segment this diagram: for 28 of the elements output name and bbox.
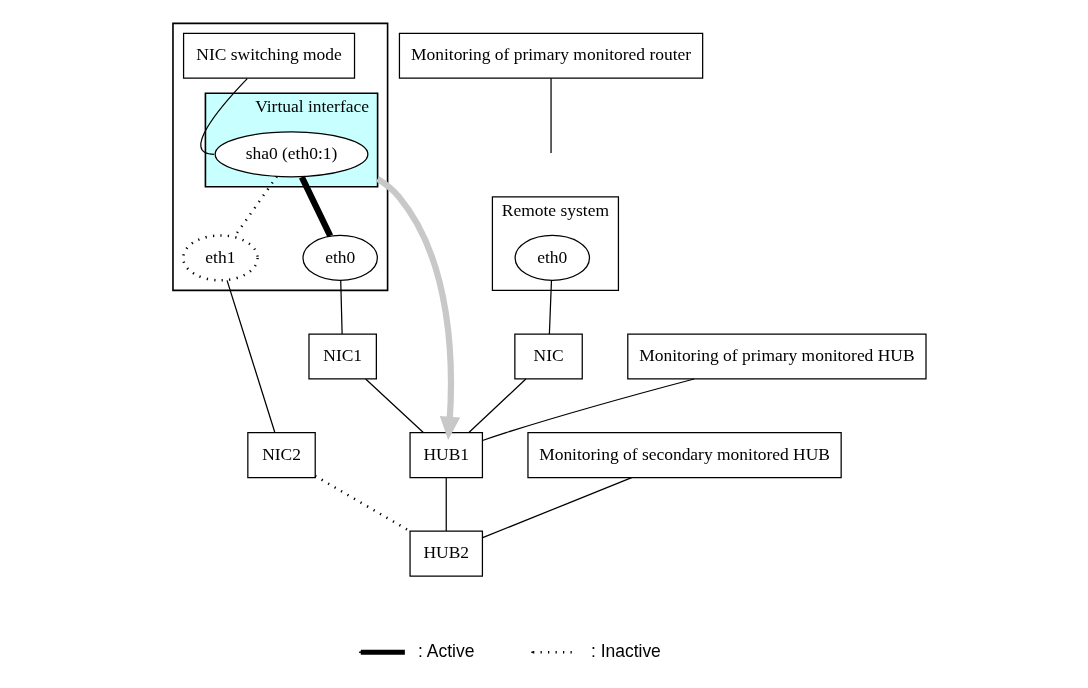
node-box: Monitoring of secondary monitored HUB: [526, 431, 842, 479]
node-ellipse: eth0: [301, 234, 378, 281]
connector: [481, 378, 695, 442]
node-box: HUB2: [408, 530, 483, 577]
node-ellipse: eth0: [514, 234, 590, 281]
node-box: Monitoring of primary monitored router: [398, 32, 703, 79]
node-box: NIC switching mode: [182, 32, 355, 79]
connector: [481, 477, 632, 539]
connector: [314, 474, 410, 533]
cluster: [171, 22, 388, 292]
node-box: NIC: [513, 333, 583, 380]
connector: [445, 477, 447, 532]
connector: [548, 279, 552, 335]
node-box: NIC1: [307, 333, 377, 380]
node-box: NIC2: [246, 431, 316, 479]
legend-label: : Inactive: [590, 640, 661, 661]
connector: [467, 378, 526, 434]
arrow: [375, 176, 460, 441]
connector: [339, 279, 343, 335]
connector: [298, 175, 333, 238]
connector: [225, 279, 275, 433]
connector: [549, 77, 552, 154]
connector: [364, 378, 424, 434]
legend-label: : Active: [417, 640, 474, 661]
node-box: HUB1: [408, 431, 483, 479]
node-ellipse: sha0 (eth0:1): [214, 131, 368, 178]
node-ellipse: eth1: [181, 234, 259, 282]
node-box: Monitoring of primary monitored HUB: [626, 333, 927, 380]
